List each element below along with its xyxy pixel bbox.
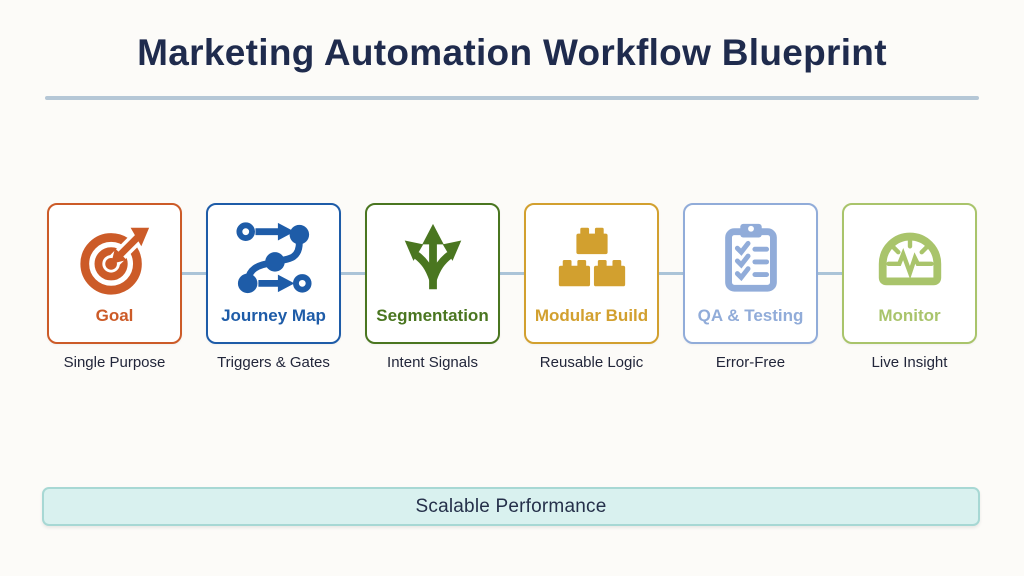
step-label: Monitor xyxy=(878,306,941,325)
step-connector-line xyxy=(107,272,917,275)
step-segmentation: Segmentation Intent Signals xyxy=(365,203,500,371)
checklist-clipboard-icon xyxy=(712,205,790,303)
step-label: QA & Testing xyxy=(697,306,804,325)
gauge-pulse-icon xyxy=(871,205,949,303)
step-goal: Goal Single Purpose xyxy=(47,203,182,371)
page-title: Marketing Automation Workflow Blueprint xyxy=(137,32,887,73)
step-card-segmentation: Segmentation xyxy=(365,203,500,344)
step-qa-testing: QA & Testing Error-Free xyxy=(683,203,818,371)
step-label: Modular Build xyxy=(534,306,649,325)
lego-bricks-icon xyxy=(553,205,631,303)
step-label: Goal xyxy=(95,306,134,325)
scalable-performance-bar: Scalable Performance xyxy=(42,487,980,526)
journey-path-icon xyxy=(235,205,313,303)
branch-arrows-icon xyxy=(394,205,472,303)
step-subtitle: Single Purpose xyxy=(63,354,166,371)
step-subtitle: Intent Signals xyxy=(387,354,478,371)
step-card-journey-map: Journey Map xyxy=(206,203,341,344)
workflow-steps: Goal Single Purpose xyxy=(47,203,977,371)
title-divider xyxy=(45,96,979,100)
step-card-goal: Goal xyxy=(47,203,182,344)
step-label: Journey Map xyxy=(221,306,326,325)
target-icon xyxy=(76,205,154,303)
step-card-monitor: Monitor xyxy=(842,203,977,344)
step-subtitle: Live Insight xyxy=(871,354,948,371)
step-journey-map: Journey Map Triggers & Gates xyxy=(206,203,341,371)
step-subtitle: Triggers & Gates xyxy=(217,354,330,371)
step-card-qa-testing: QA & Testing xyxy=(683,203,818,344)
step-card-modular-build: Modular Build xyxy=(524,203,659,344)
steps-row: Goal Single Purpose xyxy=(47,203,977,371)
step-subtitle: Error-Free xyxy=(715,354,786,371)
step-label: Segmentation xyxy=(376,306,489,325)
footer-label: Scalable Performance xyxy=(415,495,607,517)
step-monitor: Monitor Live Insight xyxy=(842,203,977,371)
step-modular-build: Modular Build Reusable Logic xyxy=(524,203,659,371)
step-subtitle: Reusable Logic xyxy=(539,354,644,371)
